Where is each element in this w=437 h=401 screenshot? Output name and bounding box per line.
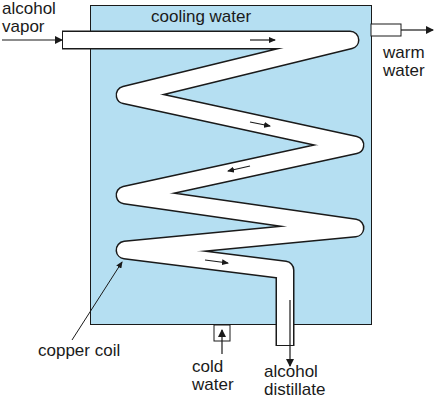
part-label: alcohol distillate — [264, 363, 364, 399]
flow-arrow — [250, 39, 275, 40]
leader-line — [72, 262, 122, 340]
flow-arrow — [205, 260, 228, 263]
part-label: warm water — [383, 44, 435, 80]
flow-arrow — [250, 122, 270, 126]
part-label: alcohol vapor — [2, 0, 64, 36]
copper-coil — [63, 40, 355, 345]
flow-arrow — [2, 39, 62, 40]
flow-arrow — [289, 300, 290, 366]
flow-arrow — [401, 29, 433, 30]
flow-arrow — [228, 166, 250, 171]
part-label: cold water — [192, 358, 252, 394]
flow-arrow — [221, 330, 222, 354]
outlet-pipe — [371, 24, 401, 36]
part-label: copper coil — [38, 342, 148, 360]
tank-label: cooling water — [149, 8, 253, 26]
copper-coil-outline — [62, 40, 355, 346]
